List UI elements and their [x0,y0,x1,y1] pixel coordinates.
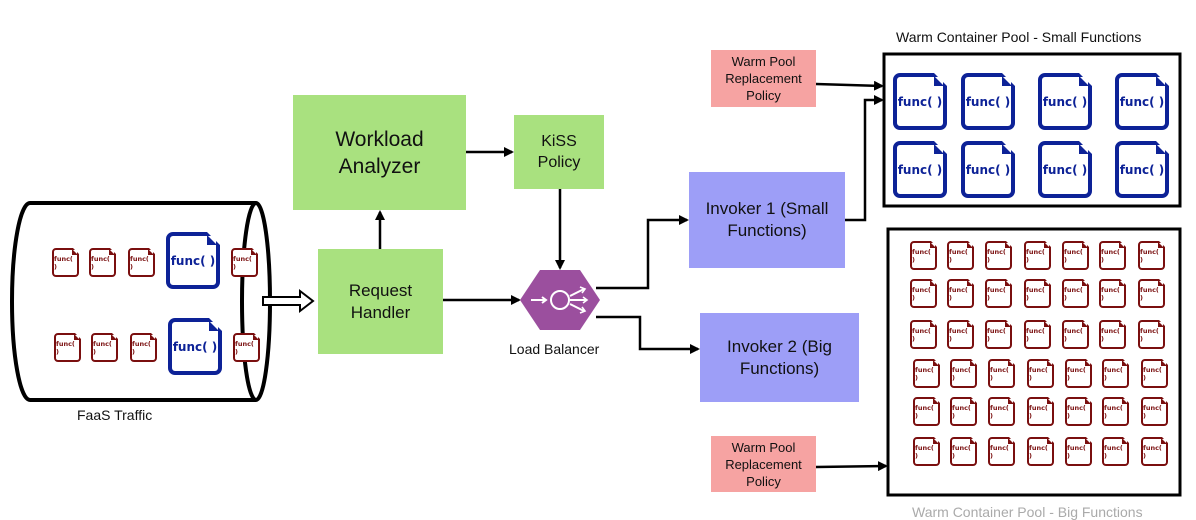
small-pool-func-card: func( ) [1115,73,1169,130]
warm-pool-policy-top-label: Warm Pool Replacement Policy [725,54,802,103]
faas-traffic-label: FaaS Traffic [77,407,153,423]
small-pool-func-card: func( ) [1115,141,1169,198]
big-pool-func-card: func( ) [1102,358,1130,388]
small-pool-func-card: func( ) [1038,73,1092,130]
workload-analyzer[interactable]: Workload Analyzer [293,95,466,210]
big-pool-func-card: func( ) [985,240,1013,270]
big-pool-func-card: func( ) [1141,358,1169,388]
big-pool-func-card: func( ) [1138,240,1166,270]
load-balancer-label: Load Balancer [509,341,600,357]
big-pool-func-card: func( ) [1141,436,1169,466]
traffic-small-func-card: func( ) [233,332,261,362]
big-pool-func-card: func( ) [985,278,1013,308]
arrow-lb-to-invoker2 [596,315,700,354]
big-pool-func-card: func( ) [988,436,1016,466]
traffic-small-func-card: func( ) [130,332,158,362]
big-pool-func-card: func( ) [1138,278,1166,308]
small-pool-box [882,52,1182,208]
small-pool-title: Warm Container Pool - Small Functions [896,29,1142,45]
big-pool-func-card: func( ) [1024,240,1052,270]
big-pool-func-card: func( ) [910,278,938,308]
traffic-small-func-card: func( ) [89,247,117,277]
traffic-small-func-card: func( ) [54,332,82,362]
arrow-policy-to-big-pool [815,461,888,472]
big-pool-func-card: func( ) [1099,278,1127,308]
warm-pool-policy-bottom[interactable]: Warm Pool Replacement Policy [711,436,816,492]
workload-analyzer-label: Workload Analyzer [335,127,424,178]
big-pool-func-card: func( ) [1062,319,1090,349]
big-pool-func-card: func( ) [1062,278,1090,308]
traffic-small-func-card: func( ) [91,332,119,362]
big-pool-func-card: func( ) [988,396,1016,426]
big-pool-title: Warm Container Pool - Big Functions [912,504,1143,520]
big-pool-func-card: func( ) [1141,396,1169,426]
warm-pool-policy-bottom-label: Warm Pool Replacement Policy [725,439,802,489]
big-pool-func-card: func( ) [913,358,941,388]
big-pool-func-card: func( ) [1102,436,1130,466]
big-pool-func-card: func( ) [1027,358,1055,388]
arrow-lb-to-invoker1 [596,215,689,290]
big-pool-func-card: func( ) [1062,240,1090,270]
big-pool-func-card: func( ) [950,436,978,466]
big-pool-func-card: func( ) [1065,396,1093,426]
arrow-invoker1-to-small-pool [845,95,884,222]
big-pool-func-card: func( ) [1102,396,1130,426]
big-pool-func-card: func( ) [985,319,1013,349]
request-handler-label: Request Handler [348,280,413,322]
big-pool-func-card: func( ) [947,278,975,308]
invoker-2-label: Invoker 2 (Big Functions) [727,336,832,378]
request-handler[interactable]: Request Handler [318,249,443,354]
big-pool-func-card: func( ) [1138,319,1166,349]
traffic-small-func-card: func( ) [128,247,156,277]
small-pool-func-card: func( ) [893,141,947,198]
traffic-hollow-arrow [262,288,315,314]
big-pool-func-card: func( ) [988,358,1016,388]
big-pool-func-card: func( ) [947,240,975,270]
small-pool-func-card: func( ) [961,73,1015,130]
big-pool-func-card: func( ) [1099,240,1127,270]
kiss-policy[interactable]: KiSS Policy [514,115,604,189]
load-balancer-icon[interactable] [520,270,600,330]
arrow-policy-to-small-pool [815,80,884,91]
small-pool-func-card: func( ) [1038,141,1092,198]
big-pool-func-card: func( ) [1065,436,1093,466]
big-pool-func-card: func( ) [913,436,941,466]
warm-pool-policy-top[interactable]: Warm Pool Replacement Policy [711,50,816,107]
invoker-1[interactable]: Invoker 1 (Small Functions) [689,172,845,268]
big-pool-func-card: func( ) [1024,278,1052,308]
big-pool-func-card: func( ) [913,396,941,426]
big-pool-func-card: func( ) [1065,358,1093,388]
small-pool-func-card: func( ) [961,141,1015,198]
big-pool-func-card: func( ) [950,396,978,426]
big-pool-func-card: func( ) [1027,396,1055,426]
invoker-2[interactable]: Invoker 2 (Big Functions) [700,313,859,402]
traffic-big-func-card: func( ) [166,232,220,289]
big-pool-func-card: func( ) [910,319,938,349]
big-pool-func-card: func( ) [1027,436,1055,466]
traffic-small-func-card: func( ) [52,247,80,277]
big-pool-func-card: func( ) [950,358,978,388]
big-pool-func-card: func( ) [1099,319,1127,349]
big-pool-box [886,227,1182,497]
kiss-policy-label: KiSS Policy [537,133,581,171]
big-pool-func-card: func( ) [947,319,975,349]
faas-traffic-cylinder [10,201,256,402]
small-pool-func-card: func( ) [893,73,947,130]
invoker-1-label: Invoker 1 (Small Functions) [705,199,829,240]
big-pool-func-card: func( ) [1024,319,1052,349]
big-pool-func-card: func( ) [910,240,938,270]
traffic-small-func-card: func( ) [231,247,259,277]
traffic-big-func-card: func( ) [168,318,222,375]
